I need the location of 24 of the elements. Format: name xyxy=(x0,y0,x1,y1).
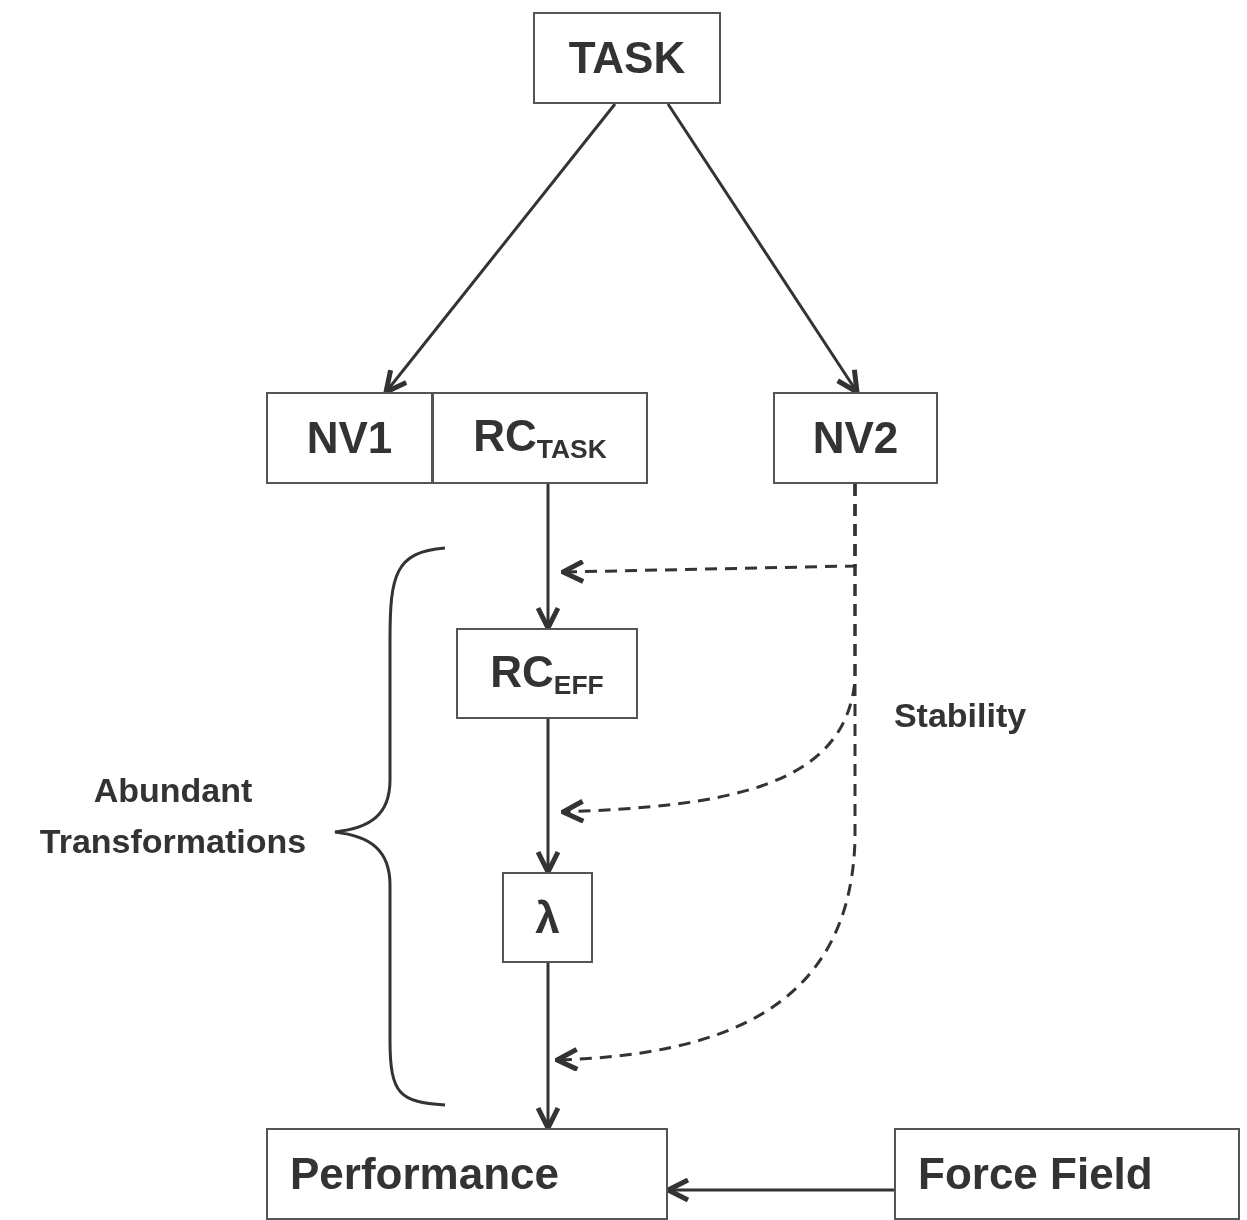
process-box xyxy=(266,1128,668,1220)
process-box xyxy=(773,392,938,484)
arrow xyxy=(383,103,617,395)
node-label: NV1 xyxy=(306,413,393,463)
brace-label: Abundant Transformations xyxy=(38,770,308,862)
node-label: Performance xyxy=(290,1149,559,1199)
process-box xyxy=(266,392,433,484)
annotation-label: Stability xyxy=(892,695,1028,736)
arrow xyxy=(535,719,561,875)
arrow xyxy=(535,963,561,1131)
node-label: Force Field xyxy=(918,1149,1153,1199)
process-box xyxy=(533,12,721,104)
arrow xyxy=(666,103,860,395)
node-label: RC$_{EFF}$ xyxy=(490,646,604,701)
process-box xyxy=(456,628,638,719)
node-label: TASK xyxy=(568,33,686,83)
arrow xyxy=(535,484,561,631)
process-box xyxy=(502,872,593,963)
process-box xyxy=(894,1128,1240,1220)
node-label: RC$_{TASK}$ xyxy=(473,411,607,465)
process-box xyxy=(432,392,648,484)
node-label: λ xyxy=(535,892,560,943)
node-label: NV2 xyxy=(812,413,899,463)
dashed-arrow xyxy=(554,484,857,1072)
